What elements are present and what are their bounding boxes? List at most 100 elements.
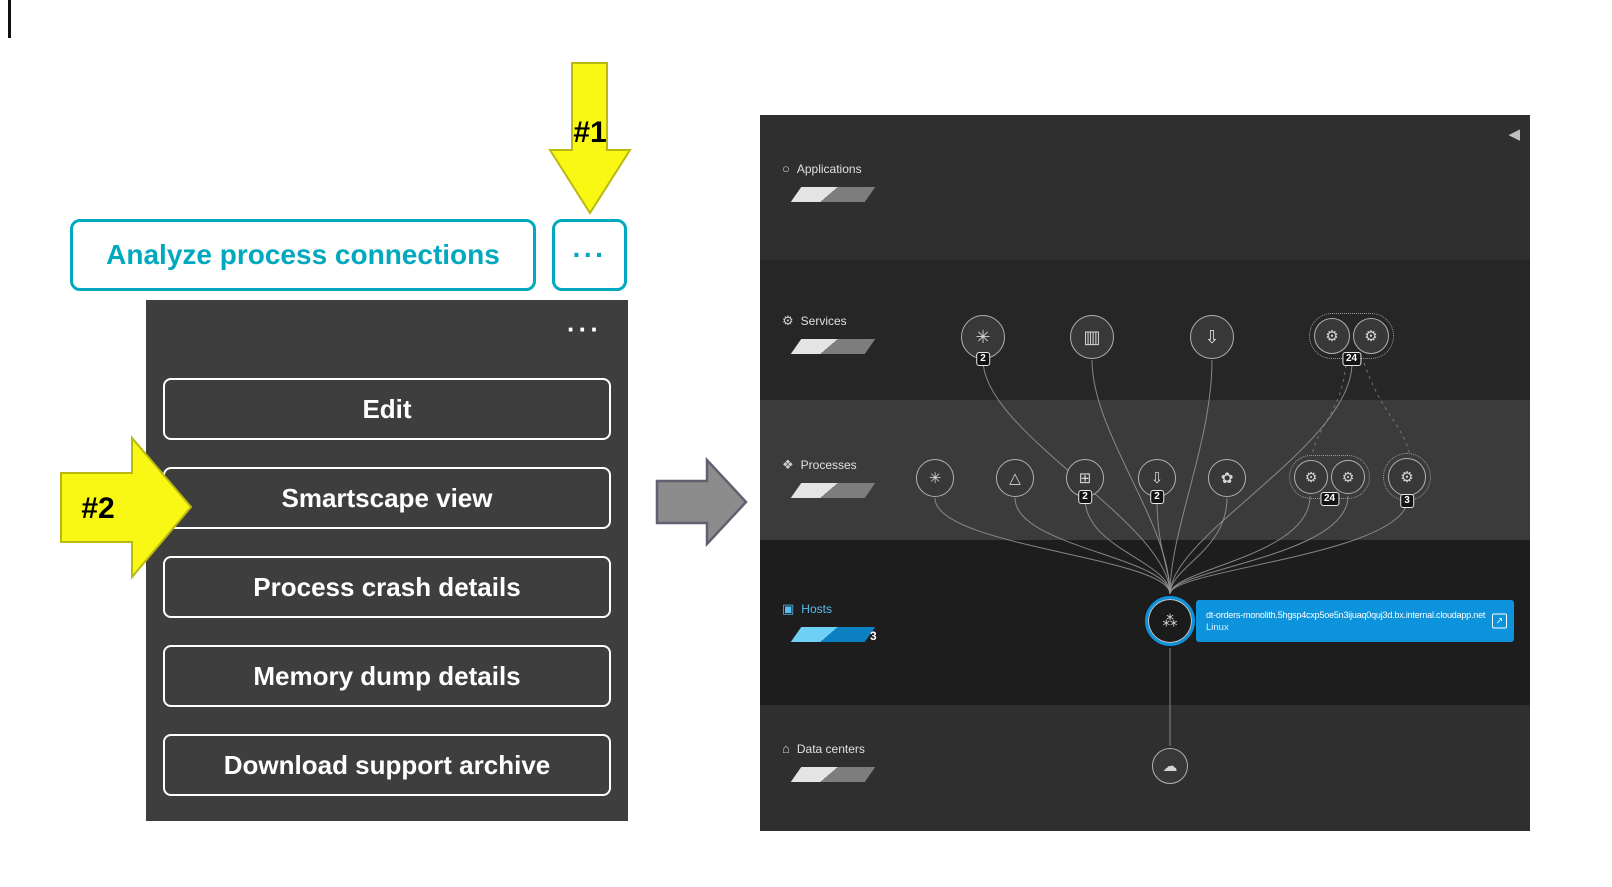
gear-icon: ⚙: [1304, 468, 1318, 485]
topology-connections: [934, 359, 1411, 746]
datacenters-layer-band: [760, 705, 1530, 831]
smartscape-panel: ○ Applications ⚙ Services ❖ Processes ▣ …: [760, 115, 1530, 831]
instance-count-badge: 2: [1078, 490, 1092, 504]
context-menu: ··· Edit Smartscape view Process crash d…: [146, 300, 628, 821]
connection-line: [1084, 497, 1171, 595]
instance-count-badge: 2: [976, 352, 990, 366]
datacenter-node[interactable]: ☁: [1152, 748, 1188, 784]
services-layer-band: [760, 260, 1530, 400]
cloud-icon: ☁: [1162, 758, 1178, 775]
service-node[interactable]: ▥: [1070, 315, 1114, 359]
triangle-icon: △: [1009, 470, 1021, 487]
services-icon: ⚙: [782, 313, 794, 328]
applications-layer-band: [760, 115, 1530, 260]
services-platform: [790, 339, 876, 354]
connection-line: [1169, 497, 1409, 595]
callout-arrow-1: #1: [548, 62, 632, 215]
dashed-connection-line: [1311, 364, 1347, 456]
down-arrow-shape: [548, 62, 632, 215]
callout-arrow-2: #2: [60, 435, 193, 580]
connection-line: [934, 497, 1171, 595]
layer-datacenters[interactable]: ⌂ Data centers: [782, 741, 865, 756]
process-node[interactable]: ⚙: [1294, 460, 1328, 494]
group-count-badge: 24: [1341, 352, 1362, 366]
instance-count-badge: 2: [1150, 490, 1164, 504]
service-node[interactable]: ⇩: [1190, 315, 1234, 359]
layer-processes[interactable]: ❖ Processes: [782, 457, 857, 473]
menu-more-icon[interactable]: ···: [567, 314, 602, 344]
connection-line: [1014, 497, 1171, 595]
connection-line: [1169, 497, 1228, 595]
layer-label-text: Processes: [800, 458, 857, 472]
gear-icon: ⚙: [1364, 328, 1378, 345]
download-icon: ⇩: [1150, 470, 1164, 487]
hosts-count: 3: [870, 629, 877, 643]
spark-icon: ✳: [975, 326, 991, 347]
external-link-icon[interactable]: ↗: [1492, 613, 1507, 629]
connection-line: [1169, 495, 1349, 595]
spark-icon: ✳: [928, 470, 942, 487]
host-name: dt-orders-monolith.5hgsp4cxp5oe5n3ijuaq0…: [1206, 609, 1486, 620]
datacenters-icon: ⌂: [782, 741, 790, 756]
right-arrow-shape: [60, 435, 193, 580]
process-node[interactable]: ⊞ 2: [1066, 459, 1104, 504]
arrow2-label: #2: [81, 492, 114, 525]
menu-item-edit[interactable]: Edit: [163, 378, 611, 440]
service-node[interactable]: ⚙: [1314, 318, 1350, 354]
download-icon: ⇩: [1204, 326, 1220, 347]
menu-item-download-support-archive[interactable]: Download support archive: [163, 734, 611, 796]
dashed-connection-line: [1363, 362, 1411, 457]
host-node-selected[interactable]: ⁂: [1145, 596, 1195, 646]
collapse-panel-icon[interactable]: ◀: [1508, 126, 1520, 143]
process-node[interactable]: ⇩ 2: [1138, 459, 1176, 504]
service-node[interactable]: ✳ 2: [961, 315, 1005, 366]
group-count-badge: 24: [1319, 492, 1340, 506]
applications-platform: [790, 187, 876, 202]
hosts-platform: [790, 627, 876, 642]
menu-item-process-crash-details[interactable]: Process crash details: [163, 556, 611, 618]
processes-platform: [790, 483, 876, 498]
connection-line: [1156, 497, 1171, 595]
database-icon: ▥: [1083, 326, 1101, 347]
layer-applications[interactable]: ○ Applications: [782, 161, 862, 176]
more-options-button[interactable]: ···: [552, 219, 627, 291]
applications-icon: ○: [782, 161, 790, 176]
layer-label-text: Hosts: [801, 602, 832, 616]
analyze-process-connections-button[interactable]: Analyze process connections: [70, 219, 536, 291]
instance-count-badge: 3: [1400, 494, 1414, 508]
service-node-group[interactable]: ⚙ ⚙ 24: [1309, 313, 1394, 366]
process-node[interactable]: ✳: [916, 459, 954, 497]
layer-label-text: Services: [800, 314, 847, 328]
gear-icon: ⚙: [1341, 468, 1355, 485]
layer-hosts[interactable]: ▣ Hosts: [782, 601, 832, 617]
process-node[interactable]: ⚙: [1388, 458, 1426, 496]
process-node-group[interactable]: ⚙ 3: [1383, 453, 1431, 508]
connection-line: [1169, 495, 1311, 595]
process-node-group[interactable]: ⚙ ⚙ 24: [1289, 455, 1370, 506]
transition-arrow: [655, 456, 748, 548]
gear-icon: ⚙: [1325, 328, 1339, 345]
gear-icon: ⚙: [1400, 469, 1414, 486]
datacenters-platform: [790, 767, 876, 782]
host-os: Linux: [1206, 621, 1229, 633]
process-node[interactable]: ✿: [1208, 459, 1246, 497]
process-node[interactable]: △: [996, 459, 1034, 497]
flower-icon: ✿: [1220, 470, 1234, 487]
package-icon: ⊞: [1078, 470, 1092, 487]
service-node[interactable]: ⚙: [1353, 318, 1389, 354]
host-tooltip[interactable]: dt-orders-monolith.5hgsp4cxp5oe5n3ijuaq0…: [1196, 600, 1514, 642]
host-icon: ⁂: [1162, 613, 1178, 630]
process-node[interactable]: ⚙: [1331, 460, 1365, 494]
hosts-icon: ▣: [782, 601, 795, 616]
transition-arrow-shape: [655, 456, 748, 548]
edge-artifact-line: [8, 0, 11, 38]
menu-item-smartscape-view[interactable]: Smartscape view: [163, 467, 611, 529]
connection-line: [1169, 362, 1353, 595]
layer-label-text: Data centers: [796, 741, 865, 756]
layer-label-text: Applications: [796, 161, 862, 176]
menu-item-memory-dump-details[interactable]: Memory dump details: [163, 645, 611, 707]
connection-line: [1169, 359, 1213, 595]
processes-icon: ❖: [782, 457, 794, 472]
layer-services[interactable]: ⚙ Services: [782, 313, 847, 329]
